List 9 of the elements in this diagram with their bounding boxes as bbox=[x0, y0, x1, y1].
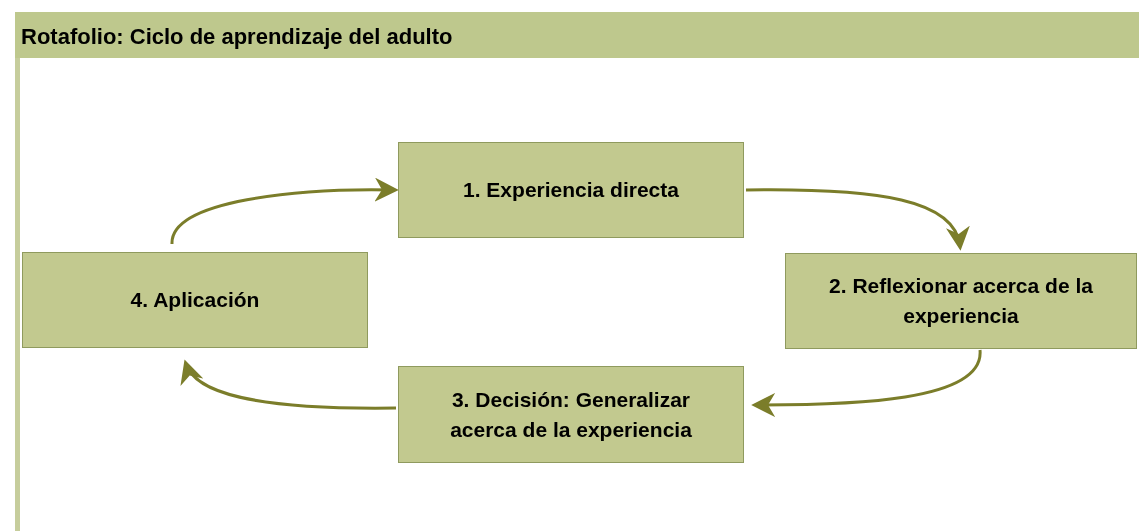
curved-arrow bbox=[746, 188, 967, 251]
title-banner: Rotafolio: Ciclo de aprendizaje del adulto bbox=[15, 12, 1139, 58]
process-box: 1. Experiencia directa bbox=[398, 142, 744, 238]
process-box: 3. Decisión: Generalizar acerca de la experiencia bbox=[398, 366, 744, 463]
curved-arrow bbox=[751, 349, 982, 417]
process-box: 2. Reflexionar acerca de la experiencia bbox=[785, 253, 1137, 349]
curved-arrow bbox=[170, 177, 399, 245]
process-box: 4. Aplicación bbox=[22, 252, 368, 348]
curved-arrow bbox=[183, 359, 396, 410]
